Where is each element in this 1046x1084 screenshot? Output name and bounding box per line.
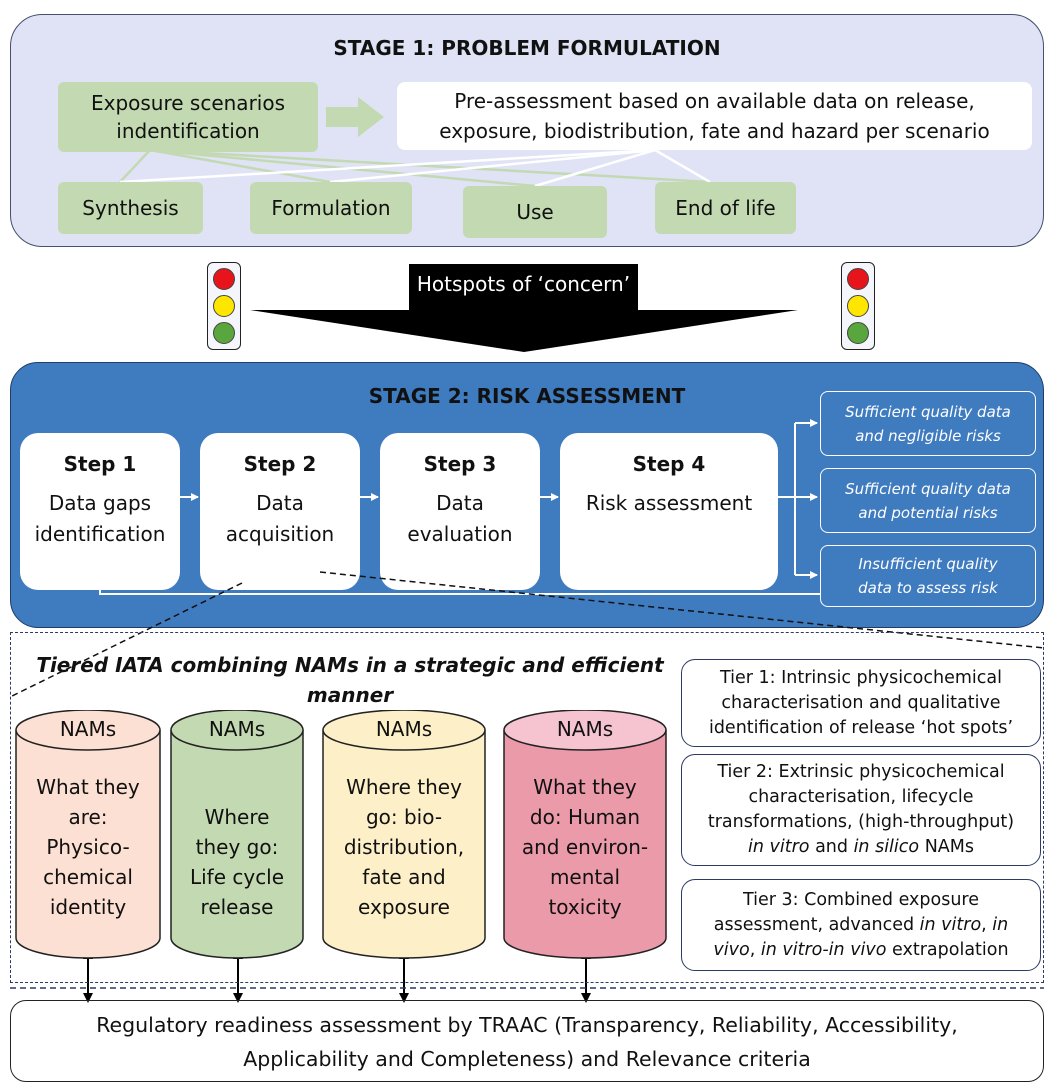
- outcome-3-line2: data to assess risk: [858, 579, 998, 597]
- regulatory-line1: Regulatory readiness assessment by TRAAC…: [96, 1013, 958, 1037]
- step-4-text-1: Risk assessment: [585, 491, 753, 515]
- hotspots-label: Hotspots of ‘concern’: [416, 272, 631, 296]
- iata-title-line2: manner: [306, 683, 394, 707]
- iata-frame: [10, 632, 1044, 983]
- tier-1-line3: identification of release ‘hot spots’: [708, 717, 1014, 738]
- step-1-box: Step 1 Data gaps identification: [20, 433, 180, 590]
- outcome-insufficient-data: Insufficient quality data to assess risk: [820, 545, 1036, 607]
- yellow-light-icon: [847, 295, 869, 317]
- preassessment-box: Pre-assessment based on available data o…: [397, 82, 1032, 150]
- cylinder-4-top: NAMs: [556, 717, 614, 741]
- regulatory-line2: Applicability and Completeness) and Rele…: [243, 1047, 811, 1071]
- tier-2-line4: in vitro and in silico NAMs: [748, 837, 974, 857]
- step-3-text-2: evaluation: [407, 522, 513, 546]
- step-2-label: Step 2: [243, 452, 317, 476]
- tier-2-line1: Tier 2: Extrinsic physicochemical: [717, 762, 1005, 782]
- step-3-box: Step 3 Data evaluation: [380, 433, 540, 590]
- step-1-text-1: Data gaps: [48, 491, 152, 515]
- green-light-icon: [213, 322, 235, 344]
- cylinder-2-top: NAMs: [208, 717, 266, 741]
- tier-2-line2: characterisation, lifecycle: [748, 787, 974, 807]
- green-light-icon: [847, 322, 869, 344]
- scenario-end-of-life: End of life: [655, 182, 796, 234]
- exposure-scenarios-box: Exposure scenarios indentification: [58, 82, 318, 152]
- cylinder-3-top: NAMs: [375, 717, 433, 741]
- red-light-icon: [847, 268, 869, 290]
- outcome-potential-risks: Sufficient quality data and potential ris…: [820, 468, 1036, 533]
- tier-1-box: Tier 1: Intrinsic physicochemical charac…: [681, 659, 1041, 747]
- tier-2-box: Tier 2: Extrinsic physicochemical charac…: [681, 754, 1041, 866]
- step-1-label: Step 1: [63, 452, 137, 476]
- regulatory-readiness-box: Regulatory readiness assessment by TRAAC…: [10, 1000, 1044, 1082]
- step-2-text-1: Data: [256, 491, 304, 515]
- scenario-synthesis: Synthesis: [58, 182, 203, 234]
- traffic-light-left: [207, 262, 241, 350]
- outcome-2-line2: and potential risks: [858, 503, 998, 522]
- exposure-scenarios-label: Exposure scenarios indentification: [90, 91, 286, 143]
- step-4-box: Step 4 Risk assessment: [560, 433, 778, 590]
- preassessment-line1: Pre-assessment based on available data o…: [454, 89, 975, 113]
- traffic-light-right: [841, 262, 875, 350]
- tier-1-line2: characterisation and qualitative: [721, 692, 1001, 713]
- outcome-2-line1: Sufficient quality data: [845, 479, 1011, 498]
- green-arrow: [326, 97, 384, 137]
- outcome-1-line2: and negligible risks: [855, 426, 1001, 445]
- step-4-label: Step 4: [632, 452, 706, 476]
- tier-3-line1: Tier 3: Combined exposure: [742, 889, 980, 910]
- tier-3-line2: assessment, advanced in vitro, in: [713, 914, 1009, 935]
- preassessment-line2: exposure, biodistribution, fate and haza…: [439, 119, 990, 143]
- step-3-text-1: Data: [436, 491, 484, 515]
- stage1-title: STAGE 1: PROBLEM FORMULATION: [333, 36, 721, 60]
- scenario-formulation: Formulation: [250, 182, 412, 234]
- stage2-title: STAGE 2: RISK ASSESSMENT: [368, 384, 686, 408]
- scenario-use: Use: [463, 186, 607, 238]
- outcome-3-line1: Insufficient quality: [858, 555, 998, 573]
- tier-2-line3: transformations, (high-throughput): [707, 812, 1015, 832]
- yellow-light-icon: [213, 295, 235, 317]
- outcome-negligible-risks: Sufficient quality data and negligible ri…: [820, 391, 1036, 456]
- step-2-box: Step 2 Data acquisition: [200, 433, 360, 590]
- tier-3-box: Tier 3: Combined exposure assessment, ad…: [681, 879, 1041, 971]
- outcome-1-line1: Sufficient quality data: [845, 402, 1011, 421]
- iata-title-line1: Tiered IATA combining NAMs in a strategi…: [36, 653, 664, 677]
- cylinder-1-top: NAMs: [59, 717, 117, 741]
- step-2-text-2: acquisition: [225, 522, 335, 546]
- tier-1-line1: Tier 1: Intrinsic physicochemical: [719, 667, 1002, 688]
- iata-title: Tiered IATA combining NAMs in a strategi…: [20, 650, 680, 710]
- step-1-text-2: identification: [34, 522, 166, 546]
- tier-3-line3: vivo, in vitro-in vivo extrapolation: [713, 939, 1009, 960]
- step-3-label: Step 3: [423, 452, 497, 476]
- red-light-icon: [213, 268, 235, 290]
